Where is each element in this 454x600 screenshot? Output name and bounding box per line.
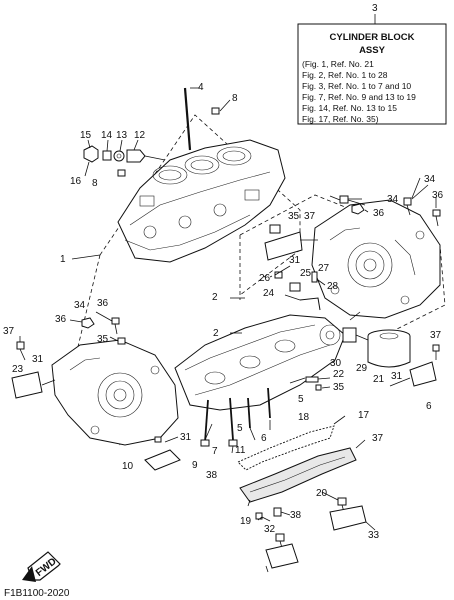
callout-label: 30 — [330, 358, 342, 369]
callout-label: 13 — [116, 130, 128, 141]
callout-label: 16 — [70, 176, 82, 187]
callout-label: 36 — [373, 208, 385, 219]
callout-label: 17 — [358, 410, 370, 421]
callout-label: 31 — [391, 371, 403, 382]
info-box-subtitle: ASSY — [359, 45, 386, 56]
callout-label: 2 — [212, 292, 218, 303]
callout-label: 14 — [101, 130, 113, 141]
info-box-line: Fig. 14, Ref. No. 13 to 15 — [302, 103, 397, 113]
mounting-bracket — [264, 224, 318, 261]
callout-label: 2 — [213, 328, 219, 339]
oil-filter — [367, 329, 411, 368]
forward-arrow: FWD — [22, 551, 61, 582]
info-box: 3 CYLINDER BLOCK ASSY (Fig. 1, Ref. No. … — [297, 3, 447, 125]
washers — [305, 376, 331, 391]
callout-label: 37 — [3, 326, 15, 337]
mounting-bracket — [144, 436, 181, 471]
drain-plug — [255, 507, 282, 521]
callout-label: 37 — [430, 330, 442, 341]
bolt-group-right — [339, 184, 441, 227]
cylinder-block — [117, 139, 286, 263]
callout-label: 36 — [55, 314, 67, 325]
callout-label: 38 — [206, 470, 218, 481]
callout-label: 20 — [316, 488, 328, 499]
callout-label: 5 — [298, 394, 304, 405]
callout-label: 11 — [235, 445, 246, 456]
callout-label: 15 — [80, 130, 92, 141]
callout-label: 8 — [92, 178, 98, 189]
callout-label: 1 — [60, 254, 66, 265]
callout-label: 4 — [198, 82, 204, 93]
callout-label: 38 — [290, 510, 302, 521]
stud-bolt — [183, 87, 192, 151]
callout-label: 33 — [368, 530, 380, 541]
callout-label: 6 — [261, 433, 267, 444]
info-box-ref-number: 3 — [372, 3, 378, 14]
callout-label: 9 — [192, 460, 198, 471]
info-box-line: (Fig. 1, Ref. No. 21 — [302, 59, 374, 69]
callout-label: 31 — [32, 354, 44, 365]
right-side-cover — [311, 199, 441, 319]
callout-numbers: 1 4 8 8 15 14 13 12 16 34 34 36 36 35 37… — [3, 82, 444, 541]
callout-label: 32 — [264, 524, 276, 535]
small-fittings — [269, 271, 326, 311]
callout-label: 31 — [289, 255, 301, 266]
info-box-title: CYLINDER BLOCK — [330, 32, 415, 43]
callout-label: 24 — [263, 288, 275, 299]
callout-label: 26 — [259, 273, 271, 284]
callout-label: 25 — [300, 268, 312, 279]
callout-label: 36 — [97, 298, 109, 309]
callout-label: 36 — [432, 190, 444, 201]
oil-pan-gasket — [237, 415, 346, 471]
oil-pan — [239, 439, 366, 503]
callout-label: 34 — [424, 174, 436, 185]
crankcase — [174, 314, 346, 411]
leader-lines — [19, 177, 421, 522]
crankcase-bolts — [200, 387, 271, 447]
callout-label: 35 — [97, 334, 109, 345]
callout-label: 37 — [304, 211, 316, 222]
callout-label: 28 — [327, 281, 339, 292]
info-box-line: Fig. 3, Ref. No. 1 to 7 and 10 — [302, 81, 411, 91]
mounting-bracket — [389, 344, 440, 387]
left-side-cover — [51, 339, 179, 446]
callout-label: 37 — [372, 433, 384, 444]
info-box-line: Fig. 2, Ref. No. 1 to 28 — [302, 70, 388, 80]
callout-label: 34 — [387, 194, 399, 205]
callout-label: 31 — [180, 432, 192, 443]
figure-code: F1B1100-2020 — [4, 588, 70, 599]
callout-label: 19 — [240, 516, 252, 527]
callout-label: 21 — [373, 374, 385, 385]
info-box-line: Fig. 17, Ref. No. 35) — [302, 114, 379, 124]
callout-label: 35 — [333, 382, 345, 393]
mounting-bracket — [329, 497, 376, 531]
info-box-line: Fig. 7, Ref. No. 9 and 13 to 19 — [302, 92, 416, 102]
callout-label: 22 — [333, 369, 345, 380]
callout-label: 12 — [134, 130, 146, 141]
mounting-bracket — [265, 533, 299, 573]
callout-label: 23 — [12, 364, 24, 375]
callout-label: 29 — [356, 363, 368, 374]
callout-label: 18 — [298, 412, 310, 423]
callout-label: 8 — [232, 93, 238, 104]
callout-label: 27 — [318, 263, 330, 274]
bolt-group-left — [16, 311, 126, 361]
oil-filter-adapter — [342, 327, 369, 343]
callout-label: 10 — [122, 461, 134, 472]
callout-label: 34 — [74, 300, 86, 311]
callout-label: 6 — [426, 401, 432, 412]
callout-label: 5 — [237, 423, 243, 434]
callout-label: 35 — [288, 211, 300, 222]
mounting-bracket — [11, 371, 56, 399]
callout-label: 7 — [212, 446, 218, 457]
fitting-parts — [83, 99, 231, 177]
